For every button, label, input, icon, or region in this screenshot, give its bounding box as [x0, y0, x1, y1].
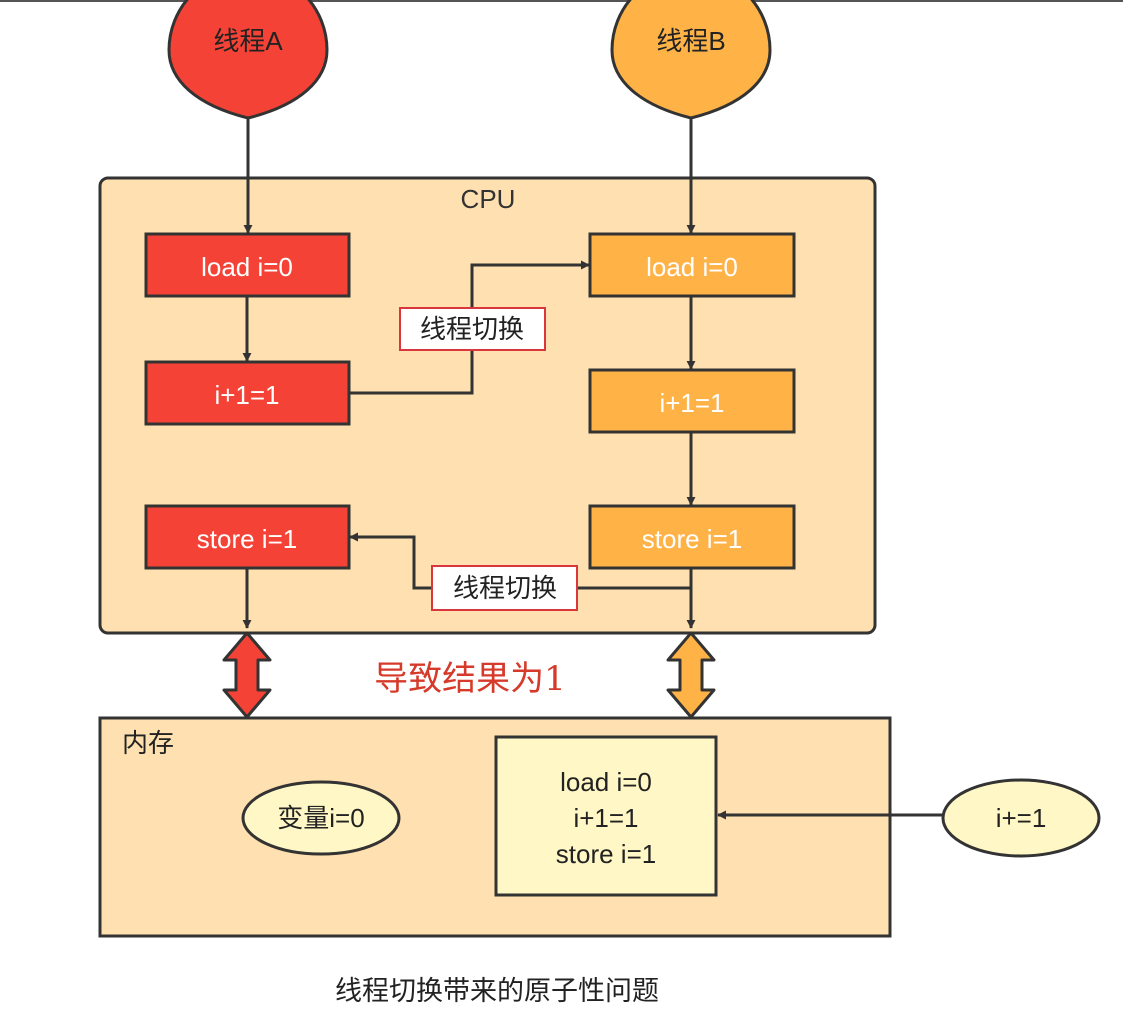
result-text: 导致结果为1: [374, 659, 566, 699]
memory-label: 内存: [122, 728, 174, 758]
thread-b-step-load-text: load i=0: [646, 252, 738, 282]
thread-a-step-store-text: store i=1: [197, 524, 297, 554]
bus-arrow-thread-b: [666, 631, 716, 719]
top-border-line: [0, 0, 1123, 2]
thread-b-step-store-text: store i=1: [642, 524, 742, 554]
figure-caption: 线程切换带来的原子性问题: [335, 976, 659, 1006]
thread-b-step-add-text: i+1=1: [659, 388, 724, 418]
thread-a-label: 线程A: [213, 26, 283, 56]
switch-label-box-1: [399, 307, 546, 351]
thread-a-step-load-text: load i=0: [201, 252, 293, 282]
memory-variable-text: 变量i=0: [277, 803, 364, 833]
thread-a-step-load: [144, 232, 351, 298]
switch-label-box-2: [431, 565, 578, 611]
thread-a-step-add-text: i+1=1: [214, 380, 279, 410]
switch-label-1: 线程切换: [420, 314, 524, 344]
thread-b-step-add: [588, 368, 796, 434]
memory-op-load: load i=0: [560, 767, 652, 797]
thread-a-step-add: [144, 360, 351, 426]
thread-a-step-store: [144, 504, 351, 570]
statement-text: i+=1: [996, 803, 1047, 833]
thread-b-label: 线程B: [656, 26, 725, 56]
thread-a-node: [167, 0, 329, 120]
statement-node: [941, 778, 1101, 858]
cpu-label: CPU: [461, 184, 516, 214]
memory-op-add: i+1=1: [573, 803, 638, 833]
bus-arrow-thread-a: [222, 631, 272, 719]
memory-op-store: store i=1: [556, 839, 656, 869]
memory-ops-box: [494, 735, 718, 897]
thread-b-node: [610, 0, 772, 120]
memory-variable-node: [241, 780, 401, 856]
switch-label-2: 线程切换: [453, 573, 557, 603]
